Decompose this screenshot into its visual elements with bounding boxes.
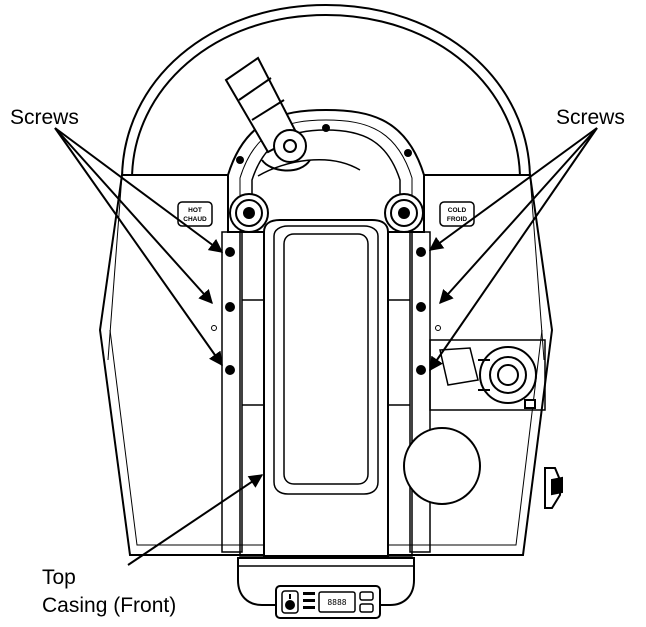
cold-knob[interactable] xyxy=(384,193,424,233)
side-connector xyxy=(544,467,563,509)
top-casing-label-line2: Casing (Front) xyxy=(42,594,176,617)
screws-left-label: Screws xyxy=(10,106,79,129)
round-cap xyxy=(403,427,481,505)
screws-left-leaders xyxy=(54,127,224,367)
right-fitting xyxy=(429,339,546,411)
cold-label-line1: COLD xyxy=(448,207,467,214)
mode-buttons[interactable] xyxy=(303,592,315,609)
top-casing-leader xyxy=(127,474,264,566)
rear-arch xyxy=(121,3,531,181)
nozzle xyxy=(224,56,361,177)
screws-left xyxy=(211,247,235,375)
display-readout: 8888 xyxy=(327,598,346,607)
hot-badge: HOT CHAUD xyxy=(177,201,213,227)
top-casing[interactable] xyxy=(239,219,413,557)
screws-right-label: Screws xyxy=(556,106,625,129)
top-casing-label-line1: Top xyxy=(42,566,76,589)
screws-right-leaders xyxy=(428,127,598,372)
cold-label-line2: FROID xyxy=(447,216,468,223)
cold-badge: COLD FROID xyxy=(439,201,475,227)
screws-right xyxy=(416,247,441,375)
display-screen: 8888 xyxy=(318,591,356,613)
hot-label-line1: HOT xyxy=(188,207,202,214)
arrow-buttons[interactable] xyxy=(359,591,374,613)
hot-knob[interactable] xyxy=(229,193,269,233)
power-button[interactable] xyxy=(281,590,299,614)
hot-label-line2: CHAUD xyxy=(183,216,207,223)
frame-screws xyxy=(236,124,412,164)
